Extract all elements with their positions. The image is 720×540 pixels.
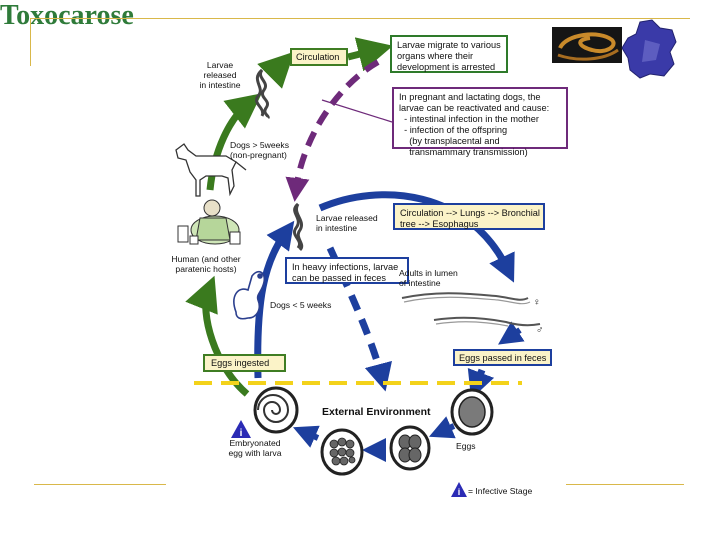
larvae-released-top-label: Larvae released in intestine <box>199 60 241 90</box>
bottom-right-rule <box>566 484 684 485</box>
circulation-lungs-box: Circulation --> Lungs --> Bronchial tree… <box>393 203 545 230</box>
eggs-passed-box: Eggs passed in feces <box>453 349 552 366</box>
arrow-reactivation <box>285 59 380 202</box>
arrow-to-migrate <box>347 37 393 72</box>
dog-icon <box>175 143 247 197</box>
arrow-circulation-lungs <box>318 191 515 283</box>
arrow-egg3-to-embryonated <box>292 425 320 448</box>
larva-icon <box>293 202 304 252</box>
pregnant-connector <box>321 99 393 123</box>
arrow-dog-to-larvae <box>206 93 262 191</box>
egg-icon <box>253 386 299 434</box>
male-symbol: ♂ <box>536 325 544 336</box>
larvae-released-mid-label: Larvae released in intestine <box>316 213 378 233</box>
larva-icon <box>255 68 270 120</box>
larvae-migrate-box: Larvae migrate to various organs where t… <box>390 35 508 73</box>
eggs-ingested-box: Eggs ingested <box>203 354 286 372</box>
circulation-box: Circulation <box>290 48 348 66</box>
external-environment-label: External Environment <box>322 406 431 418</box>
dogs-over-5-weeks-label: Dogs > 5weeks (non-pregnant) <box>230 140 289 160</box>
heavy-infection-box: In heavy infections, larvae can be passe… <box>285 257 409 284</box>
egg-icon <box>450 388 494 436</box>
infective-stage-legend-icon: i <box>451 482 467 497</box>
slide-title: Toxocarose <box>0 0 134 31</box>
worm-photo-icon <box>552 27 622 63</box>
pregnant-dogs-box: In pregnant and lactating dogs, the larv… <box>392 87 568 157</box>
infective-stage-icon: i <box>231 420 251 439</box>
dogs-under-5-weeks-label: Dogs < 5 weeks <box>270 300 332 310</box>
arrow-adults-to-eggs <box>498 321 525 345</box>
adult-worm-icon <box>401 292 541 327</box>
adults-lumen-label: Adults in lumen of intestine <box>399 268 458 288</box>
human-child-icon <box>177 199 241 245</box>
embryonated-egg-label: Embryonated egg with larva <box>228 438 282 458</box>
bottom-left-rule <box>34 484 166 485</box>
svg-text:i: i <box>240 428 243 439</box>
infective-stage-label: = Infective Stage <box>468 486 533 496</box>
arrow-to-circulation <box>257 51 295 89</box>
left-rule <box>30 18 31 66</box>
eggs-label: Eggs <box>456 441 476 451</box>
arrow-egg1-to-egg2 <box>428 416 456 439</box>
france-map-icon <box>621 19 677 79</box>
puppy-icon <box>233 270 266 320</box>
female-symbol: ♀ <box>533 297 541 308</box>
egg-icon <box>320 428 364 476</box>
human-hosts-label: Human (and other paratenic hosts) <box>171 254 241 274</box>
egg-icon <box>389 425 431 471</box>
top-rule <box>30 18 690 19</box>
svg-text:i: i <box>458 487 461 497</box>
